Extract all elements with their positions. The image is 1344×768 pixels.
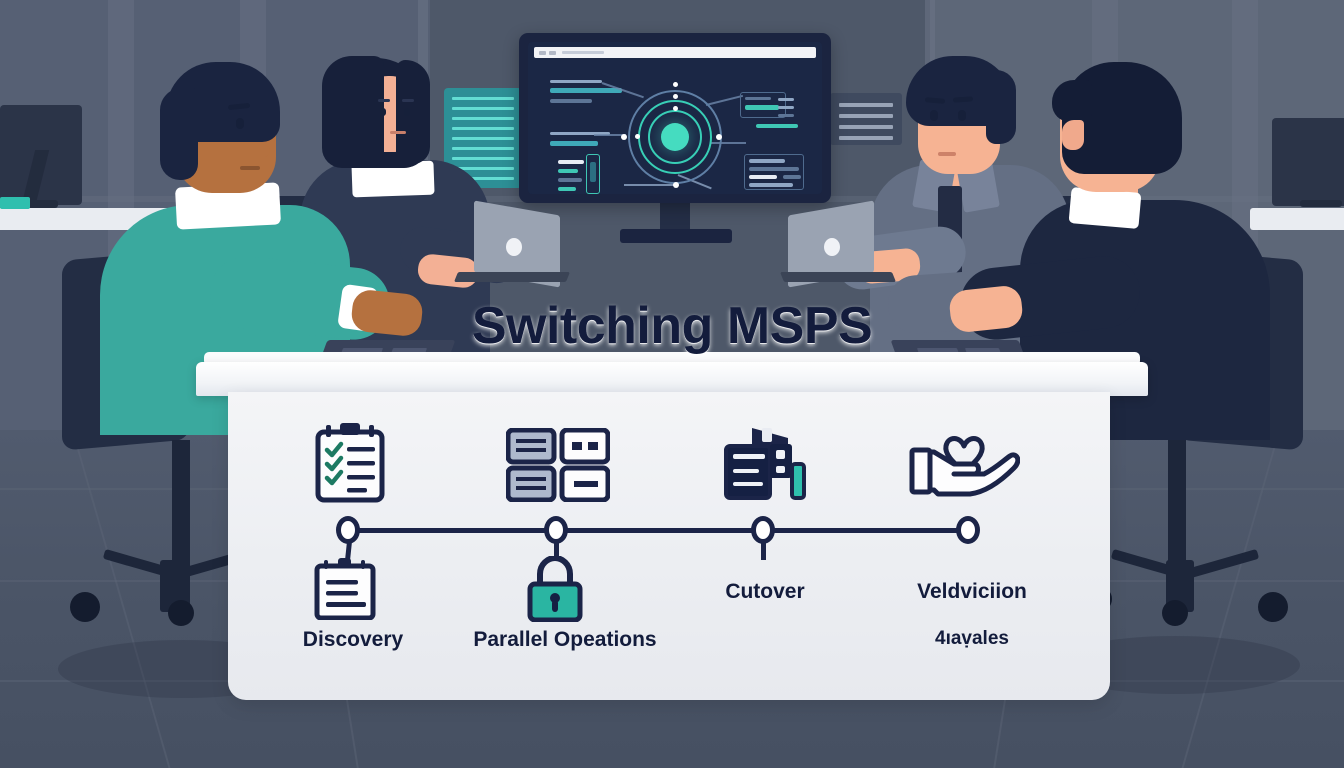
gray-wall-poster	[830, 93, 902, 145]
background-teal-item	[0, 197, 30, 209]
chair-post	[172, 440, 190, 570]
mouth	[390, 131, 406, 134]
step-label-validation: Veldviciion	[917, 580, 1027, 603]
chair-caster	[168, 600, 194, 626]
background-monitor-base-left	[8, 200, 58, 208]
step-sublabel-validation: 4ıaṿales	[935, 628, 1009, 649]
eye	[380, 108, 386, 116]
monitor-stand-neck	[660, 203, 690, 231]
chair-caster	[1162, 600, 1188, 626]
checklist-clipboard-icon	[314, 422, 386, 504]
hand-holding-check-icon	[908, 424, 1021, 504]
timeline-stem-3	[761, 542, 766, 560]
timeline-node-3[interactable]	[751, 516, 775, 544]
monitor-stand-base	[620, 229, 732, 243]
ear	[1062, 120, 1084, 150]
mouth	[240, 166, 260, 170]
step-label-discovery: Discovery	[302, 628, 404, 651]
timeline-node-2[interactable]	[544, 516, 568, 544]
nose	[258, 145, 270, 157]
central-monitor	[519, 33, 831, 203]
server-stack-icon	[722, 424, 810, 504]
document-clipboard-icon	[314, 558, 376, 621]
mouth	[938, 152, 956, 156]
eyebrow	[402, 99, 414, 102]
eye	[404, 108, 410, 116]
chair-post	[1168, 440, 1186, 570]
timeline-node-1[interactable]	[336, 516, 360, 544]
timeline-stem-2	[554, 542, 559, 560]
hair-right-strand	[396, 60, 430, 164]
sideburn	[160, 88, 198, 180]
monitor-screen	[528, 42, 822, 194]
background-monitor-base-right	[1300, 200, 1342, 207]
eyebrow	[378, 99, 390, 102]
eye	[236, 118, 244, 129]
background-monitor-right	[1272, 118, 1344, 206]
step-label-parallel-operations: Parallel Opeations	[473, 628, 657, 651]
dashboard-core-node	[661, 123, 689, 151]
white-collar	[1068, 187, 1142, 229]
hair-fringe	[1052, 80, 1092, 122]
page-title: Switching MSPS	[471, 297, 873, 355]
background-desk-right	[1250, 208, 1344, 230]
browser-toolbar	[534, 47, 816, 58]
chair-caster	[1258, 592, 1288, 622]
server-grid-icon	[505, 427, 611, 503]
eye	[958, 110, 966, 121]
sideburn	[986, 70, 1016, 144]
timeline-connector-line	[348, 528, 970, 533]
chair-caster	[70, 592, 100, 622]
conference-table	[196, 362, 1148, 396]
padlock-icon	[524, 554, 586, 623]
eye	[930, 110, 938, 121]
step-label-cutover: Cutover	[725, 580, 805, 603]
hair-left-strand	[322, 56, 384, 168]
timeline-node-4[interactable]	[956, 516, 980, 544]
